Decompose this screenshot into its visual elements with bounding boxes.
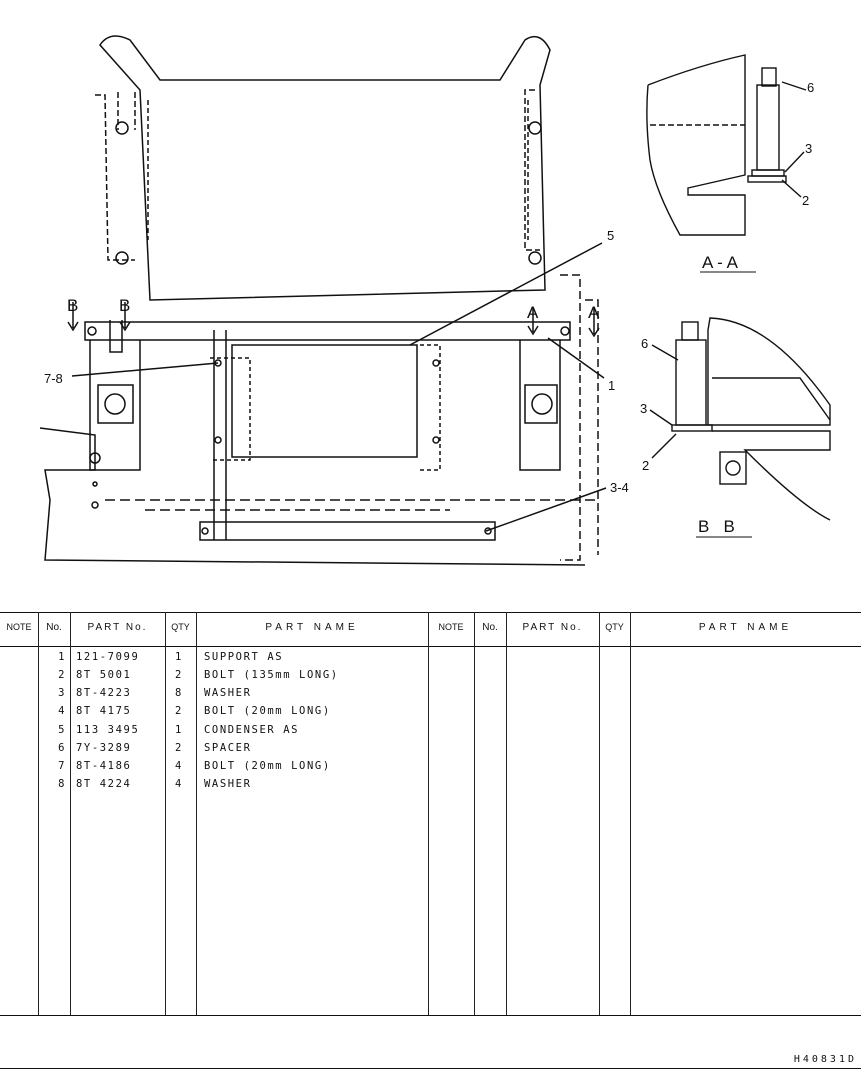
callout-aa-6: 6: [807, 80, 814, 95]
header-part-no-2: PART No.: [522, 622, 583, 633]
header-qty-2: QTY: [605, 622, 624, 632]
section-mark-a-right: A: [588, 303, 600, 322]
callout-7-8: 7-8: [44, 371, 63, 386]
section-title-bb: B B: [698, 517, 735, 536]
section-mark-a-left: A: [527, 303, 539, 322]
condenser-core: [231, 344, 418, 458]
callout-aa-3: 3: [805, 141, 812, 156]
header-part-name: PART NAME: [265, 622, 359, 633]
document-id: H40831D: [793, 1054, 857, 1065]
table-top-rule: [0, 612, 861, 613]
lower-mount-bar: [199, 521, 496, 541]
header-note: NOTE: [6, 622, 32, 632]
exploded-view-svg: 5 7-8 1 3-4 6 3 2 6 3 2 B B A A A - A B …: [39, 35, 831, 566]
table-header-rule: [0, 646, 861, 647]
header-part-no: PART No.: [87, 622, 148, 633]
page-bottom-rule: [0, 1068, 861, 1069]
callout-aa-2: 2: [802, 193, 809, 208]
callout-bb-6: 6: [641, 336, 648, 351]
callout-3-4: 3-4: [610, 480, 629, 495]
support-rail: [84, 321, 571, 341]
header-no-2: No.: [482, 622, 498, 633]
header-qty: QTY: [171, 622, 190, 632]
header-no: No.: [46, 622, 62, 633]
section-mark-b-right: B: [119, 296, 130, 315]
callout-bb-2: 2: [642, 458, 649, 473]
section-a-a-detail: [646, 54, 807, 236]
header-note-2: NOTE: [438, 622, 464, 632]
frame-top: [99, 35, 551, 301]
header-part-name-2: PART NAME: [698, 622, 793, 633]
section-b-b-detail: [649, 317, 831, 521]
section-mark-b-left: B: [67, 296, 78, 315]
callout-5: 5: [607, 228, 614, 243]
table-bottom-rule: [0, 1015, 861, 1016]
callout-1: 1: [608, 378, 615, 393]
callout-bb-3: 3: [640, 401, 647, 416]
section-title-aa: A - A: [702, 253, 739, 272]
assembly-drawing: 5 7-8 1 3-4 6 3 2 6 3 2 B B A A A - A B …: [39, 35, 831, 566]
